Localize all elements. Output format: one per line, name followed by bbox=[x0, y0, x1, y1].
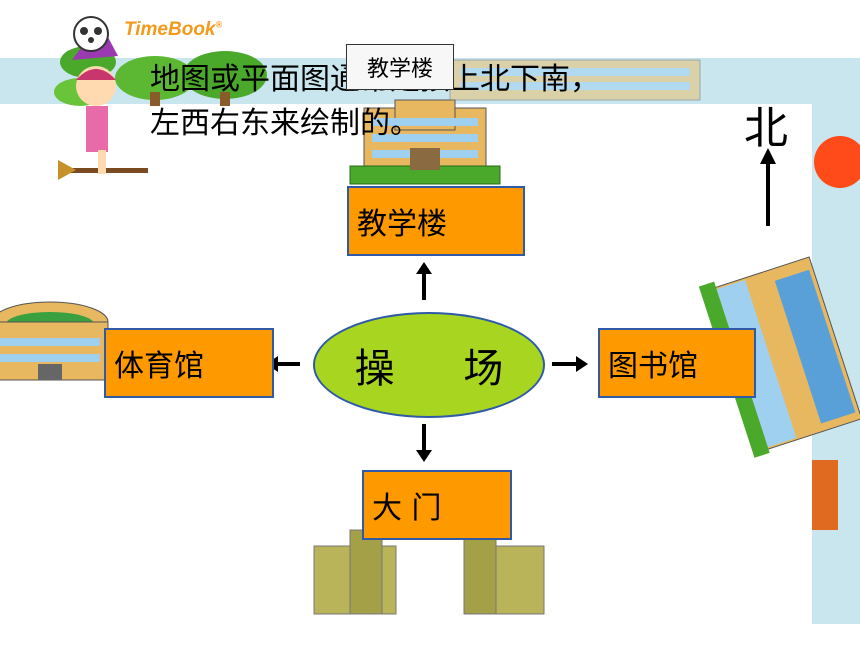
playground-ellipse: 操 场 bbox=[313, 312, 545, 418]
gate-icon bbox=[313, 529, 545, 615]
sun-icon bbox=[814, 136, 860, 188]
timebook-logo-icon bbox=[73, 16, 109, 52]
box-library: 图书馆 bbox=[598, 328, 756, 398]
stadium-icon bbox=[0, 301, 109, 381]
logo-text: TimeBook® bbox=[124, 19, 223, 40]
arrow-up-icon bbox=[416, 262, 432, 300]
box-gymnasium: 体育馆 bbox=[104, 328, 274, 398]
caption-line-2: 左西右东来绘制的。 bbox=[150, 106, 420, 141]
box-main-gate: 大 门 bbox=[362, 470, 512, 540]
north-label: 北 bbox=[744, 103, 788, 154]
box-teaching-building: 教学楼 bbox=[347, 186, 525, 256]
arrow-down-icon bbox=[416, 424, 432, 462]
north-arrow-icon bbox=[760, 148, 776, 226]
faint-building-icon bbox=[449, 59, 701, 101]
arrow-right-icon bbox=[552, 356, 588, 372]
school-building-icon bbox=[349, 99, 501, 185]
side-building-icon bbox=[812, 460, 838, 530]
building-name-label: 教学楼 bbox=[346, 44, 454, 90]
